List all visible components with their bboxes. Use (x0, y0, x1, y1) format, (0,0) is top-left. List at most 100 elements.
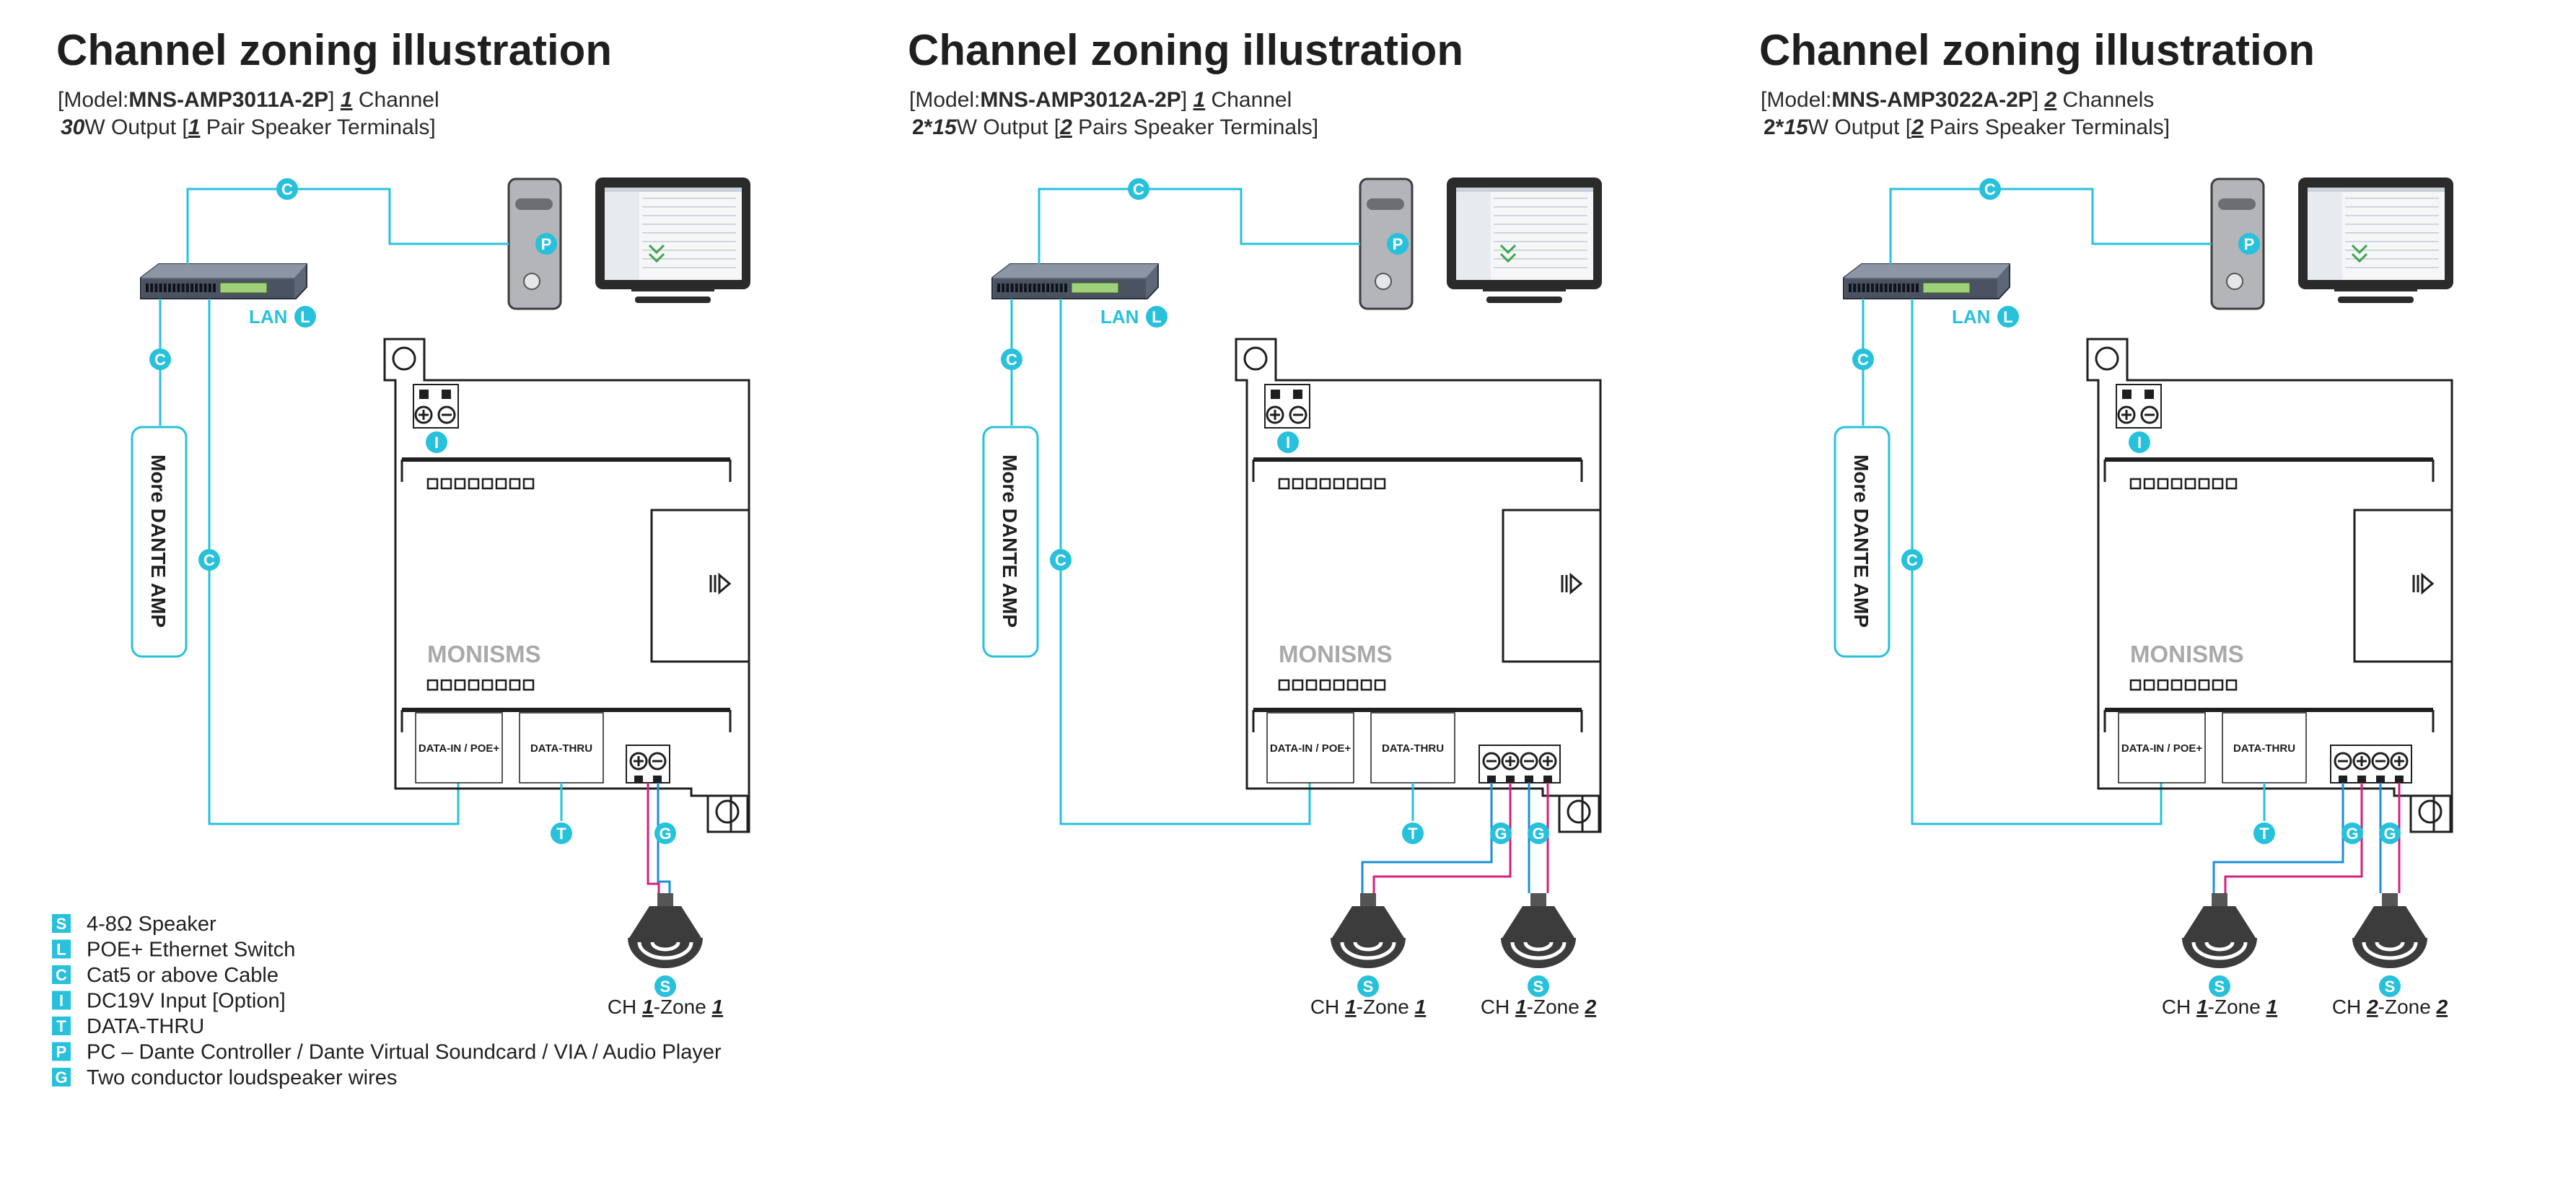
panel-title: Channel zoning illustration (56, 26, 612, 74)
cable-badge-more-circle (149, 348, 171, 370)
wire-badge-2: G (2379, 822, 2401, 844)
wire-badge-1-circle (1490, 822, 1512, 844)
zone-prefix: CH (1481, 996, 1515, 1018)
zone-mid: -Zone (1357, 996, 1415, 1018)
speaker-1-badge: S (654, 975, 676, 997)
lan-badge-letter: L (2003, 308, 2012, 326)
cable-badge-amp: C (1901, 549, 1923, 571)
brand-logo: MONISMS (1279, 641, 1393, 667)
cable-badge-more: C (1001, 348, 1022, 370)
cable-badge-top: C (276, 178, 298, 200)
data-in-port: DATA-IN / POE+ (415, 712, 503, 783)
pc-monitor (595, 177, 750, 303)
wire-badge-1-letter: G (1494, 825, 1507, 843)
data-thru-label: DATA-THRU (530, 742, 592, 755)
cable-badge-more: C (149, 348, 171, 370)
wire-badge: G (654, 822, 676, 844)
dc-input-terminal (413, 384, 459, 429)
zone-number: 1 (2266, 996, 2278, 1018)
terminal-screw (1482, 752, 1501, 771)
legend-text: 4-8Ω Speaker (87, 913, 216, 936)
data-thru-port: DATA-THRU (519, 712, 604, 783)
legend-text: DC19V Input [Option] (87, 990, 286, 1013)
input-badge-circle (2129, 431, 2150, 453)
zone-label-1: CH 1-Zone 1 (1310, 996, 1426, 1018)
thru-badge-circle (1402, 822, 1424, 844)
more-dante-amp: More DANTE AMP (982, 426, 1039, 658)
legend-key-box (52, 965, 71, 984)
terminal-screw (629, 752, 648, 771)
more-dante-amp: More DANTE AMP (1834, 426, 1891, 658)
space (1187, 88, 1193, 112)
space (1924, 115, 1929, 139)
brand-logo: MONISMS (2130, 641, 2244, 667)
output-text: W Output [ (84, 115, 188, 139)
lan-badge: L (1997, 306, 2019, 328)
more-amp-label: More DANTE AMP (1850, 455, 1872, 628)
terminal-count: 2 (1911, 115, 1924, 139)
wire-z1-pos (1372, 783, 1512, 893)
wire-z1-neg (2212, 783, 2344, 893)
lan-badge: L (1146, 306, 1167, 328)
channel-word: Channel (1212, 88, 1292, 112)
cable-badge-amp-letter: C (1906, 551, 1918, 569)
pc-monitor (2298, 177, 2453, 303)
wire-badge-1: G (1490, 822, 1512, 844)
terminal-text: Pairs Speaker Terminals] (1929, 115, 2170, 139)
data-in-label: DATA-IN / POE+ (1270, 742, 1351, 755)
thru-badge-circle (551, 822, 572, 844)
legend-key-letter: G (55, 1068, 67, 1087)
speaker-2 (2352, 893, 2427, 968)
data-thru-label: DATA-THRU (1382, 742, 1444, 755)
output-line: 30W Output [1 Pair Speaker Terminals] (61, 115, 436, 139)
legend-key-box (52, 991, 71, 1010)
speaker-1-badge-letter: S (2214, 978, 2225, 996)
data-thru-port: DATA-THRU (1370, 712, 1455, 783)
channel-word: Channel (359, 88, 439, 112)
cable-badge-top-letter: C (1133, 180, 1144, 198)
cable-badge-amp-circle (1901, 549, 1923, 571)
space (1072, 115, 1078, 139)
cable-badge-more-letter: C (154, 351, 166, 369)
data-in-label: DATA-IN / POE+ (419, 742, 500, 755)
terminal-screw (1538, 752, 1557, 771)
panel-2: Channel zoning illustration[Model:MNS-AM… (908, 26, 1602, 1018)
cable-badge-top: C (1128, 178, 1149, 200)
pc-badge-letter: P (541, 235, 552, 253)
legend-key-box (52, 1017, 71, 1035)
zone-prefix: CH (2332, 996, 2367, 1018)
legend-item: I DC19V Input [Option] (52, 990, 286, 1013)
input-badge: I (1277, 431, 1299, 453)
wire-badge-2-letter: G (2383, 825, 2396, 843)
cable-badge-amp: C (1050, 549, 1072, 571)
model-line: [Model:MNS-AMP3022A-2P] 2 Channels (1761, 88, 2154, 112)
more-amp-label: More DANTE AMP (147, 455, 170, 628)
wire-z1-neg (1361, 783, 1493, 893)
input-badge-letter: I (2137, 434, 2142, 452)
speaker-terminal-block (2330, 745, 2412, 783)
model-suffix: ] (328, 88, 334, 112)
legend-key-letter: I (59, 992, 63, 1010)
terminal-screw (2334, 752, 2352, 771)
cable-badge-amp-circle (1050, 549, 1072, 571)
zone-mid: -Zone (1527, 996, 1585, 1018)
model-line: [Model:MNS-AMP3011A-2P] 1 Channel (58, 88, 439, 112)
cable-badge-more-circle (1852, 348, 1874, 370)
lan-label: LAN (1100, 306, 1139, 328)
data-in-port: DATA-IN / POE+ (1266, 712, 1354, 783)
input-badge-letter: I (1286, 434, 1290, 452)
wire-badge-2-letter: G (1532, 825, 1544, 843)
output-prefix: 2* (1764, 115, 1784, 139)
lan-badge-circle (1997, 306, 2019, 328)
data-thru-label: DATA-THRU (2233, 742, 2295, 755)
wire-badge-2-circle (1528, 822, 1549, 844)
pc-badge: P (2238, 233, 2260, 255)
terminal-screw (1501, 752, 1520, 771)
